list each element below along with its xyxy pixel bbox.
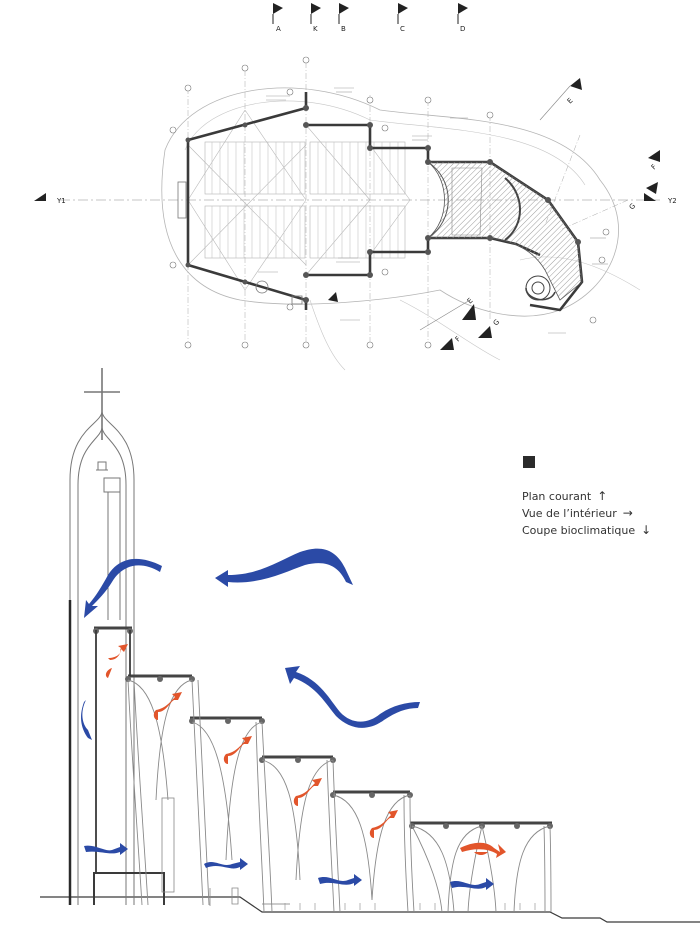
marker-label-e: E — [566, 97, 575, 106]
marker-label: A — [276, 25, 281, 33]
legend-square-icon — [523, 456, 535, 468]
section-marker-a: A — [272, 3, 283, 33]
step-walls — [95, 630, 131, 873]
warm-air-flows — [105, 644, 506, 858]
marker-label-g: G — [628, 202, 638, 212]
plan-grid-lines — [187, 62, 629, 345]
grid-bubbles — [169, 56, 610, 349]
marker-label-e-bottom: E — [466, 297, 475, 306]
legend-item-plan: Plan courant ↑ — [522, 488, 682, 505]
cool-air-arrow — [81, 700, 92, 740]
warm-air-arrow — [293, 778, 322, 806]
axis-y: Y1 Y2 — [34, 193, 677, 205]
axis-label-y2: Y2 — [667, 197, 677, 205]
legend-item-interior-view: Vue de l’intérieur → — [522, 505, 682, 522]
section-marker-k: K — [310, 3, 321, 33]
legend-label: Coupe bioclimatique — [522, 524, 636, 537]
choir-hatched-area — [426, 161, 583, 301]
cool-air-arrow — [215, 548, 353, 587]
marker-label: K — [313, 25, 318, 33]
marker-label: B — [341, 25, 346, 33]
axis-label-y1: Y1 — [56, 197, 66, 205]
column-nodes — [185, 105, 581, 303]
arrow-right-icon: → — [622, 506, 633, 520]
floor-plan: A K B C D — [34, 3, 677, 371]
marker-label: D — [460, 25, 465, 33]
bioclimatic-section — [40, 368, 700, 923]
stepped-roofs — [94, 626, 552, 825]
warm-air-arrow — [223, 736, 252, 764]
legend: Plan courant ↑ Vue de l’intérieur → Coupe … — [522, 456, 682, 539]
entry-block — [93, 872, 165, 905]
marker-label-g-bottom: G — [492, 318, 502, 328]
section-markers-top: A K B C D — [272, 3, 468, 33]
section-markers-bottom: E F G — [328, 292, 501, 350]
section-marker-c: C — [397, 3, 408, 33]
warm-air-arrow — [153, 692, 182, 720]
legend-label: Vue de l’intérieur — [522, 507, 617, 520]
cool-air-arrow — [84, 558, 162, 618]
warm-air-arrow — [460, 842, 506, 858]
bell-tower — [69, 368, 135, 905]
room-label-marks — [258, 87, 608, 334]
warm-air-arrow — [369, 810, 398, 838]
cool-air-flows — [81, 548, 494, 890]
legend-label: Plan courant — [522, 490, 592, 503]
cool-air-arrow — [285, 666, 420, 728]
cool-air-arrow — [318, 874, 362, 886]
entrance — [177, 181, 303, 305]
ground-line — [40, 896, 700, 923]
section-marker-d: D — [457, 3, 468, 33]
nave-structure-lines — [187, 109, 411, 291]
arrow-down-icon: ↓ — [641, 523, 652, 537]
marker-label: C — [400, 25, 405, 33]
arrow-up-icon: ↑ — [597, 489, 608, 503]
section-markers-right: E F G — [539, 78, 660, 212]
landscape-outline — [161, 87, 619, 317]
warm-air-arrow — [105, 644, 128, 678]
section-marker-b: B — [338, 3, 349, 33]
spiral-stair — [525, 275, 556, 301]
legend-item-bioclimatic-section: Coupe bioclimatique ↓ — [522, 522, 682, 539]
cool-air-arrow — [84, 843, 128, 855]
marker-label-f: F — [650, 163, 659, 172]
section-pews — [284, 903, 536, 910]
pews-left — [204, 141, 406, 259]
cool-air-arrow — [204, 858, 248, 870]
marker-label-f-bottom: F — [454, 335, 463, 344]
cool-air-arrow — [450, 878, 494, 890]
